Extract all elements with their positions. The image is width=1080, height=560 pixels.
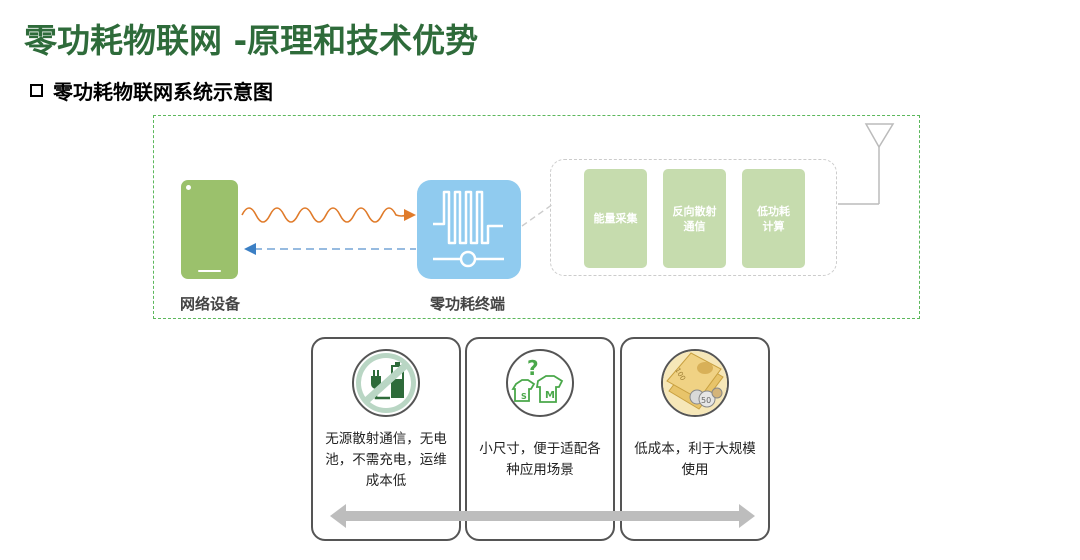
section-heading-text: 零功耗物联网系统示意图 <box>53 80 273 104</box>
module-backscatter-communication: 反向散射 通信 <box>663 169 726 268</box>
svg-text:S: S <box>521 392 527 401</box>
double-arrow-icon <box>330 504 755 528</box>
terminal-module-group <box>550 159 837 276</box>
small-size-shirt-icon: ? S M <box>506 349 574 417</box>
downlink-wave <box>241 207 407 223</box>
module-energy-harvesting: 能量采集 <box>584 169 647 268</box>
square-bullet-icon <box>30 84 43 97</box>
svg-text:M: M <box>545 390 555 401</box>
module-low-power-computing: 低功耗 计算 <box>742 169 805 268</box>
page-title: 零功耗物联网 -原理和技术优势 <box>24 21 479 60</box>
section-heading: 零功耗物联网系统示意图 <box>30 76 273 105</box>
terminal-label: 零功耗终端 <box>430 295 506 313</box>
zero-power-terminal-icon <box>417 180 521 279</box>
advantage-card-low-cost: 100 50 低成本，利于大规模 使用 <box>620 337 770 541</box>
downlink-arrowhead-icon <box>404 209 416 221</box>
signal-arrows <box>241 207 416 255</box>
money-icon: 100 50 <box>661 349 729 417</box>
system-diagram-frame <box>153 115 920 319</box>
connector-line <box>521 203 554 227</box>
svg-text:?: ? <box>527 356 539 380</box>
network-device-icon <box>181 180 238 279</box>
uplink-arrowhead-icon <box>244 243 256 255</box>
antenna-icon <box>838 123 895 205</box>
advantage-card-no-battery: 无源散射通信，无电 池，不需充电，运维 成本低 <box>311 337 461 541</box>
svg-text:50: 50 <box>701 396 711 405</box>
advantage-card-small-size: ? S M 小尺寸，便于适配各 种应用场景 <box>465 337 615 541</box>
network-device-label: 网络设备 <box>180 295 241 313</box>
no-charge-battery-icon <box>352 349 420 417</box>
